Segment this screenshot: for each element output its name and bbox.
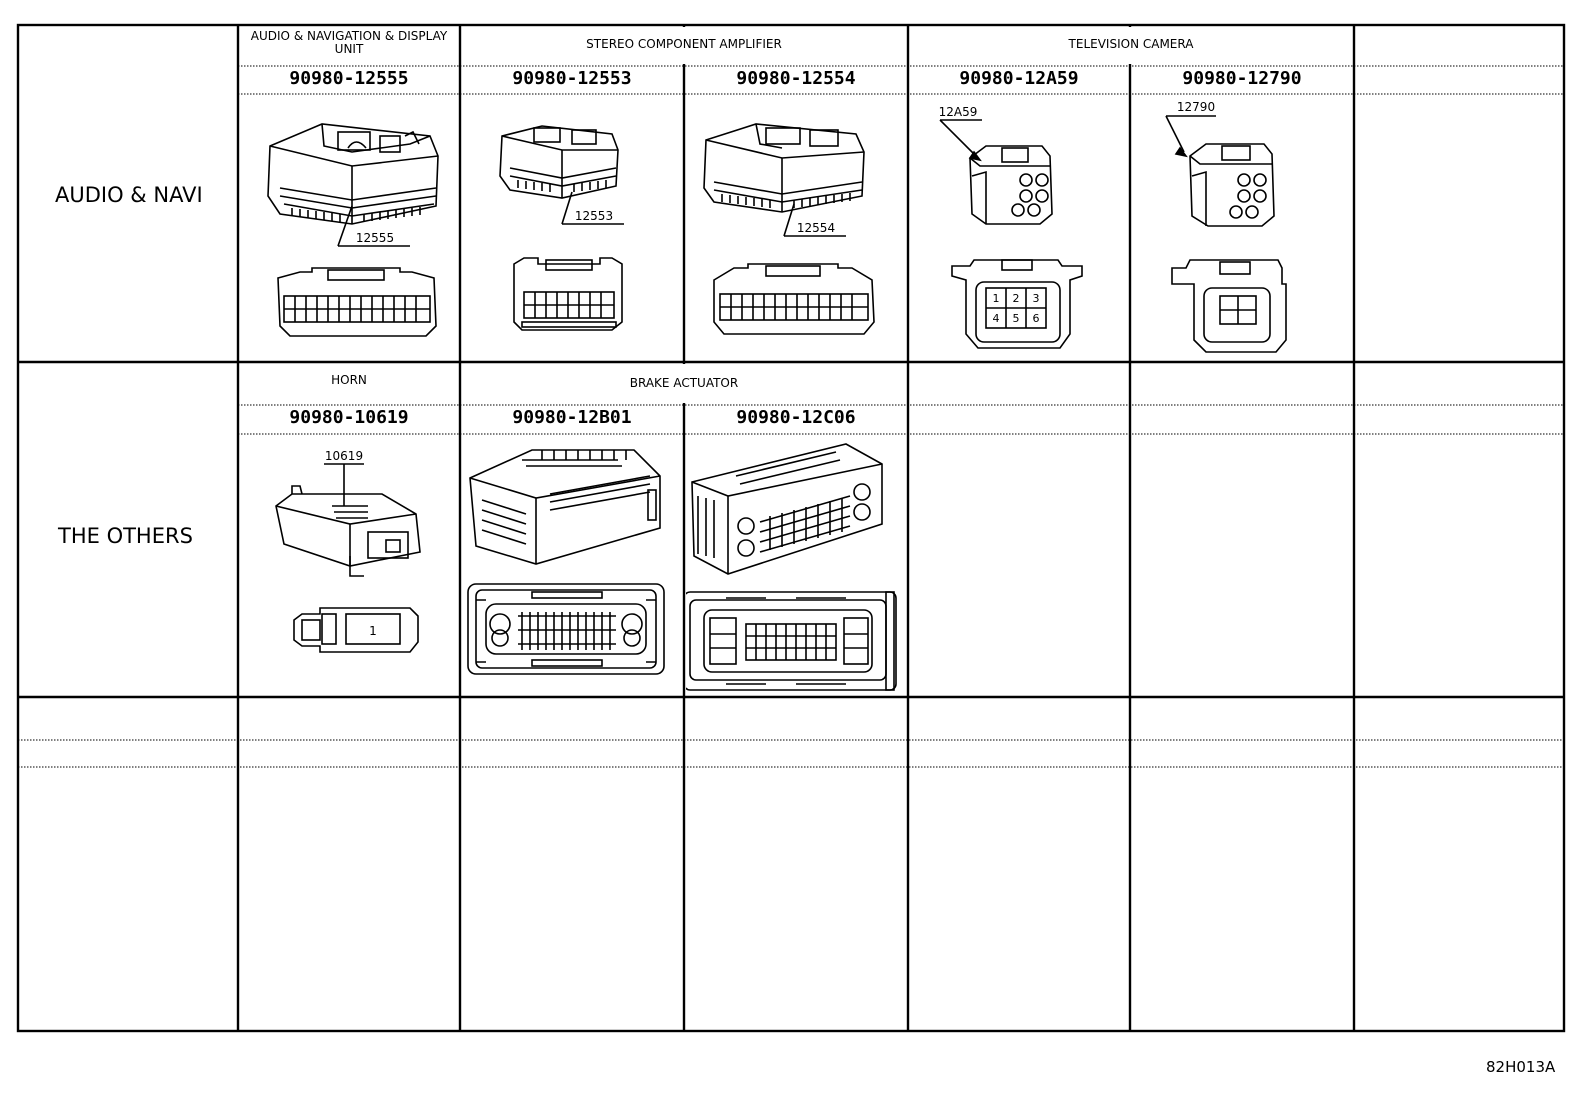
tv-camera-pin-2: 2 <box>1013 292 1020 305</box>
connector-12554-drawing: 12554 <box>703 123 875 335</box>
tv-camera-pin-6: 6 <box>1033 312 1040 325</box>
tv-camera-pin-3: 3 <box>1033 292 1040 305</box>
connector-12c06-drawing <box>686 443 897 691</box>
part-number-12553: 90980-12553 <box>512 68 632 89</box>
tv-camera-pin-4: 4 <box>993 312 1000 325</box>
group-television-camera: TELEVISION CAMERA <box>1068 37 1194 51</box>
group-horn: HORN <box>331 373 367 387</box>
connector-tag-10619: 10619 <box>325 449 363 463</box>
part-number-12b01: 90980-12B01 <box>512 407 632 428</box>
outer-frame <box>16 23 1566 1033</box>
row-label-the-others: THE OTHERS <box>58 524 193 548</box>
connector-12b01-drawing <box>467 449 665 675</box>
group-audio-navigation-display-unit: AUDIO & NAVIGATION & DISPLAY UNIT <box>250 29 448 56</box>
connector-tag-12a59: 12A59 <box>939 105 978 119</box>
connector-tag-12555: 12555 <box>356 231 394 245</box>
part-number-12a59: 90980-12A59 <box>959 68 1079 89</box>
connector-12553-drawing: 12553 <box>499 125 624 331</box>
connector-10619-drawing: 10619 1 <box>275 449 421 653</box>
part-number-12554: 90980-12554 <box>736 68 856 89</box>
part-number-12555: 90980-12555 <box>289 68 409 89</box>
tv-camera-pin-1: 1 <box>993 292 1000 305</box>
tv-camera-pin-5: 5 <box>1013 312 1020 325</box>
part-number-12c06: 90980-12C06 <box>736 407 856 428</box>
drawing-code: 82H013A <box>1486 1058 1556 1076</box>
row-label-audio-navi: AUDIO & NAVI <box>55 183 203 207</box>
connector-tag-12553: 12553 <box>575 209 613 223</box>
part-number-10619: 90980-10619 <box>289 407 409 428</box>
group-stereo-component-amplifier: STEREO COMPONENT AMPLIFIER <box>586 37 782 51</box>
horn-pin-1: 1 <box>369 624 377 638</box>
part-number-12790: 90980-12790 <box>1182 68 1302 89</box>
connector-tag-12554: 12554 <box>797 221 835 235</box>
connector-12555-drawing: 12555 <box>267 123 439 337</box>
connector-12a59-drawing: 12A59 1 2 3 4 5 6 <box>939 105 1083 349</box>
connector-12790-drawing: 12790 <box>1165 100 1287 353</box>
connector-tag-12790: 12790 <box>1177 100 1215 114</box>
group-brake-actuator: BRAKE ACTUATOR <box>629 376 739 390</box>
